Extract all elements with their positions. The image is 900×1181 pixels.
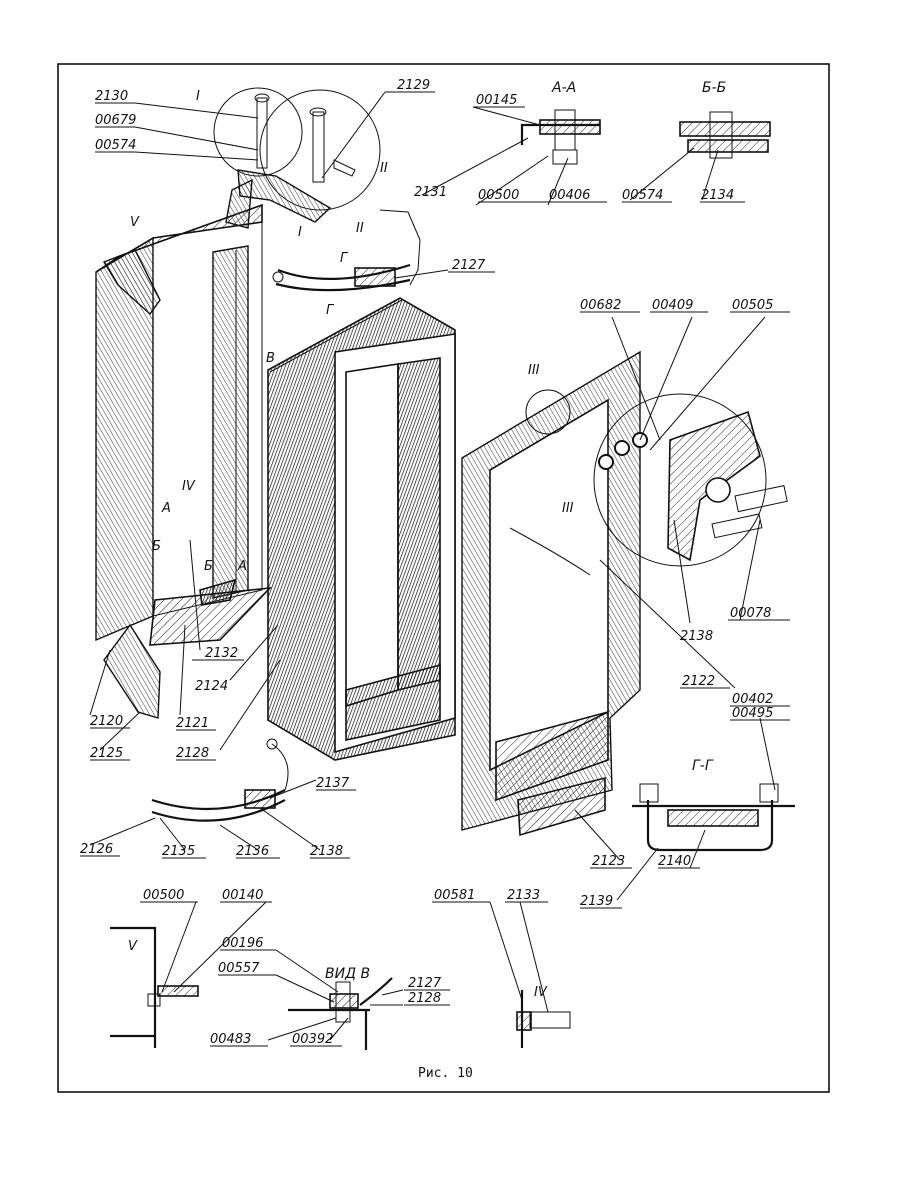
callout-2131: 2131 xyxy=(414,185,447,200)
callout-00505: 00505 xyxy=(732,298,773,313)
radiator-core-left xyxy=(95,203,273,719)
view-mark-ii: II xyxy=(356,221,364,236)
bottom-strap xyxy=(151,738,289,822)
cut-mark-b-2: Б xyxy=(204,559,213,574)
callout-00392: 00392 xyxy=(292,1032,333,1047)
detail-v-drawing xyxy=(110,926,199,1048)
callout-00078: 00078 xyxy=(730,606,771,621)
view-mark-ii-right: II xyxy=(380,161,388,176)
callout-2137: 2137 xyxy=(316,776,350,791)
callout-2129: 2129 xyxy=(397,78,430,93)
drawing-frame xyxy=(57,63,830,1093)
section-aa-label: А-А xyxy=(551,80,576,96)
callout-2130: 2130 xyxy=(95,89,128,104)
callout-2126: 2126 xyxy=(80,842,113,857)
section-aa-drawing xyxy=(520,109,601,165)
callout-00145: 00145 xyxy=(476,93,517,108)
callout-2128: 2128 xyxy=(176,746,209,761)
callouts: 2130 00679 00574 2129 00145 2131 00500 0… xyxy=(80,78,773,1047)
callout-2124: 2124 xyxy=(195,679,228,694)
section-gg-label: Г-Г xyxy=(692,758,714,774)
section-gg-drawing xyxy=(632,783,795,852)
radiator-core-pack xyxy=(267,297,456,761)
view-b-drawing xyxy=(288,977,393,1050)
callout-00581: 00581 xyxy=(434,888,475,903)
section-labels: А-А Б-Б Г-Г ВИД В xyxy=(325,80,726,982)
callout-2134: 2134 xyxy=(701,188,734,203)
callout-2136: 2136 xyxy=(236,844,269,859)
cut-mark-b-1: Б xyxy=(152,539,161,554)
callout-00679: 00679 xyxy=(95,113,136,128)
callout-2127: 2127 xyxy=(452,258,486,273)
view-mark-iv: IV xyxy=(182,479,196,494)
callout-2128-vid: 2128 xyxy=(408,991,441,1006)
callout-00140: 00140 xyxy=(222,888,263,903)
figure-caption: Рис. 10 xyxy=(418,1066,473,1081)
callout-00682: 00682 xyxy=(580,298,621,313)
section-bb-label: Б-Б xyxy=(702,80,726,96)
callout-00574-bb: 00574 xyxy=(622,188,663,203)
callout-00500-aa: 00500 xyxy=(478,188,519,203)
view-mark-i-top: I xyxy=(196,89,200,104)
callout-2121: 2121 xyxy=(176,716,209,731)
cut-mark-g-2: Г xyxy=(326,303,335,318)
callout-2138-bottom: 2138 xyxy=(310,844,343,859)
callout-00406: 00406 xyxy=(549,188,590,203)
cut-marks: А Б Б А Г Г В xyxy=(152,251,349,574)
callout-2138-right: 2138 xyxy=(680,629,713,644)
callout-2132: 2132 xyxy=(205,646,238,661)
callout-2120: 2120 xyxy=(90,714,123,729)
detail-iii xyxy=(593,393,788,567)
cut-mark-a-1: А xyxy=(161,501,171,516)
callout-2135: 2135 xyxy=(162,844,195,859)
cut-mark-a-2: А xyxy=(237,559,247,574)
side-frame-right xyxy=(461,350,641,837)
view-mark-iii: III xyxy=(562,501,574,516)
callout-2123: 2123 xyxy=(592,854,625,869)
view-mark-v: V xyxy=(130,215,140,230)
callout-00402: 00402 xyxy=(732,692,773,707)
callout-00500-v: 00500 xyxy=(143,888,184,903)
view-mark-iv-detail: IV xyxy=(534,985,548,1000)
callout-00574-top: 00574 xyxy=(95,138,136,153)
view-mark-v-detail: V xyxy=(128,939,138,954)
top-strap xyxy=(272,263,411,292)
callout-00495: 00495 xyxy=(732,706,773,721)
view-b-label: ВИД В xyxy=(325,966,370,982)
callout-2139: 2139 xyxy=(580,894,613,909)
callout-2133: 2133 xyxy=(507,888,540,903)
callout-00483: 00483 xyxy=(210,1032,251,1047)
callout-2122: 2122 xyxy=(682,674,715,689)
callout-2125: 2125 xyxy=(90,746,123,761)
callout-2127-vid: 2127 xyxy=(408,976,442,991)
leader-lines xyxy=(89,91,776,1041)
view-mark-iii-top: III xyxy=(528,363,540,378)
view-mark-i: I xyxy=(298,225,302,240)
callout-00557: 00557 xyxy=(218,961,260,976)
callout-00409: 00409 xyxy=(652,298,693,313)
callout-00196: 00196 xyxy=(222,936,263,951)
view-marks: I I II II III III IV IV V V xyxy=(128,89,574,1000)
cut-mark-v: В xyxy=(266,351,275,366)
cut-mark-g-1: Г xyxy=(340,251,349,266)
section-bb-drawing xyxy=(679,111,771,159)
callout-underlines xyxy=(80,91,790,1047)
callout-2140: 2140 xyxy=(658,854,691,869)
